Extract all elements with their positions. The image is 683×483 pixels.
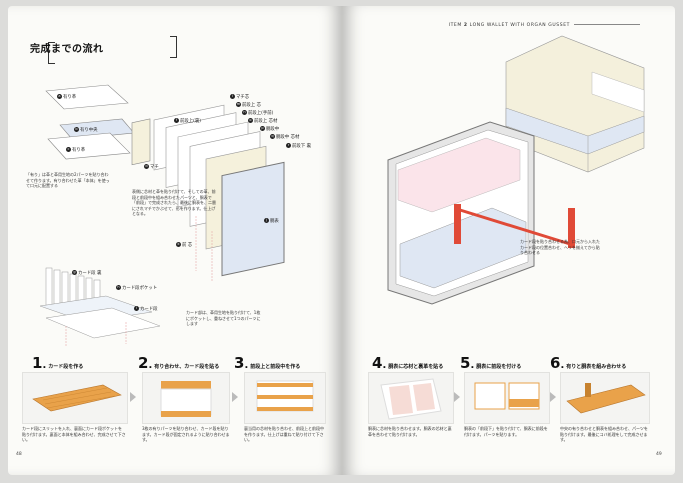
step-1-photo	[22, 372, 128, 424]
step-2-caption: 3枚の有りパーツを貼り合わせ、カード段を貼ります。カード段が固定されるように貼り…	[142, 426, 230, 443]
step-1-heading: 1.カード段を作る	[32, 354, 84, 372]
step-arrow	[130, 392, 136, 402]
step-3-caption: 裏当用の芯材を貼り合わせ、前段上と前段中を作ります。仕上げは重ねて貼り付けて下さ…	[244, 426, 324, 443]
step-6-caption: 中央の有り合わせと胴表を組み合わせ、パーツを貼り付けます。最後にコバ処理をして完…	[560, 426, 648, 443]
step-4-photo	[368, 372, 454, 424]
step-5-photo	[464, 372, 550, 424]
step-2-photo	[142, 372, 230, 424]
exploded-diagram-cards	[39, 267, 161, 346]
step-arrow	[454, 392, 460, 402]
exploded-diagram-body	[131, 104, 285, 281]
step-2-heading: 2.有り合わせ、カード段を貼る	[138, 354, 220, 372]
title-bracket-left	[48, 42, 55, 64]
step-5-heading: 5.胴表に前段を付ける	[460, 354, 522, 372]
step-3-heading: 3.前段上と前段中を作る	[234, 354, 301, 372]
step-arrow	[232, 392, 238, 402]
page-number-left: 48	[16, 452, 22, 457]
right-note: カード段を貼り合わせる為、口元から入れたカード段の位置合わせ、ヘリを揃えてから貼…	[520, 239, 600, 256]
note-body: 表側に芯材と革を貼り付けて、そしての革、前段と前段中を組み合わせたパーツと、胴表…	[132, 189, 216, 217]
step-5-caption: 胴表の「前段下」を貼り付けて、胴表に前段を付けます。パーツを貼ります。	[464, 426, 548, 437]
step-arrow	[550, 392, 556, 402]
step-6-photo	[560, 372, 650, 424]
running-header: ITEM 2 LONG WALLET WITH ORGAN GUSSET	[449, 23, 640, 28]
step-4-heading: 4.胴表に芯材と裏革を貼る	[372, 354, 444, 372]
right-page: ITEM 2 LONG WALLET WITH ORGAN GUSSET カード…	[342, 6, 675, 475]
step-3-photo	[244, 372, 326, 424]
page-number-right: 49	[656, 452, 662, 457]
page-title: 完成までの流れ	[30, 44, 104, 55]
step-6-heading: 6.有りと胴表を組み合わせる	[550, 354, 627, 372]
exploded-diagram-strap	[45, 84, 135, 160]
title-bracket-right	[170, 36, 177, 58]
assembly-diagram	[387, 35, 645, 305]
step-4-caption: 胴表に芯材を貼り合わせます。胴表の芯材と裏革を合わせて貼り付けます。	[368, 426, 452, 437]
note-strap: 「有り」は革と革用生地の2パーツを貼り合わせて作ります。有り合わせた革「本体」を…	[26, 172, 110, 189]
note-cards: カード部は、革用生地を貼り付けて、1枚にポケットし、重ねさせて1つのパーツにしま…	[186, 310, 261, 327]
step-1-caption: カード段にスリットを入れ、裏面にカード段ポケットを貼り付けます。裏面と本体を組み…	[22, 426, 126, 443]
